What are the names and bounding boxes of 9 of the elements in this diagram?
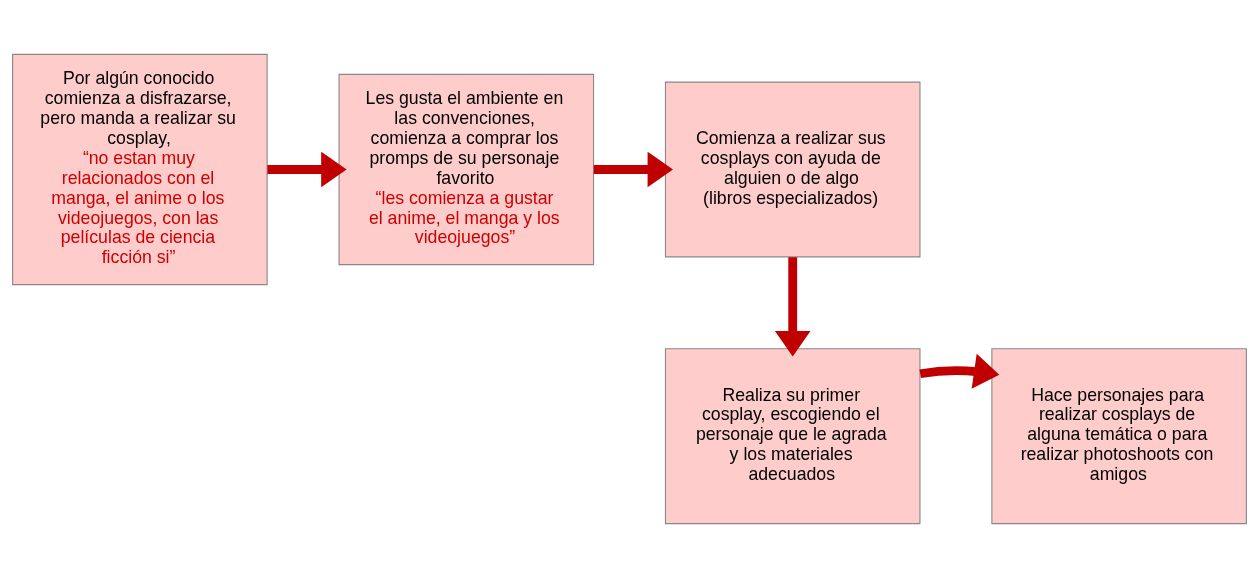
node-box: Por algún conocido comienza a disfrazarse, pero manda a realizar su cosplay, “no estan muy relacionados con el manga, el anime o los videojuegos, con las películas de ciencia ficción si” xyxy=(12,53,268,285)
arrow xyxy=(267,151,347,187)
node-box: Hace personajes para realizar cosplays de alguna temática o para realizar photoshoots con amigos xyxy=(991,347,1247,524)
arrow xyxy=(774,256,811,356)
arrow xyxy=(919,353,1000,389)
node-box: Comienza a realizar sus cosplays con ayuda de alguien o de algo (libros especializados) xyxy=(664,81,921,257)
node-box: Les gusta el ambiente en las convenciones, comienza a comprar los promps de su personaje favorito “les comienza a gustar el anime, el manga y los videojuegos” xyxy=(338,73,595,265)
arrow xyxy=(593,151,673,187)
node-box: Realiza su primer cosplay, escogiendo el personaje que le agrada y los materiales adecuados xyxy=(664,347,921,524)
